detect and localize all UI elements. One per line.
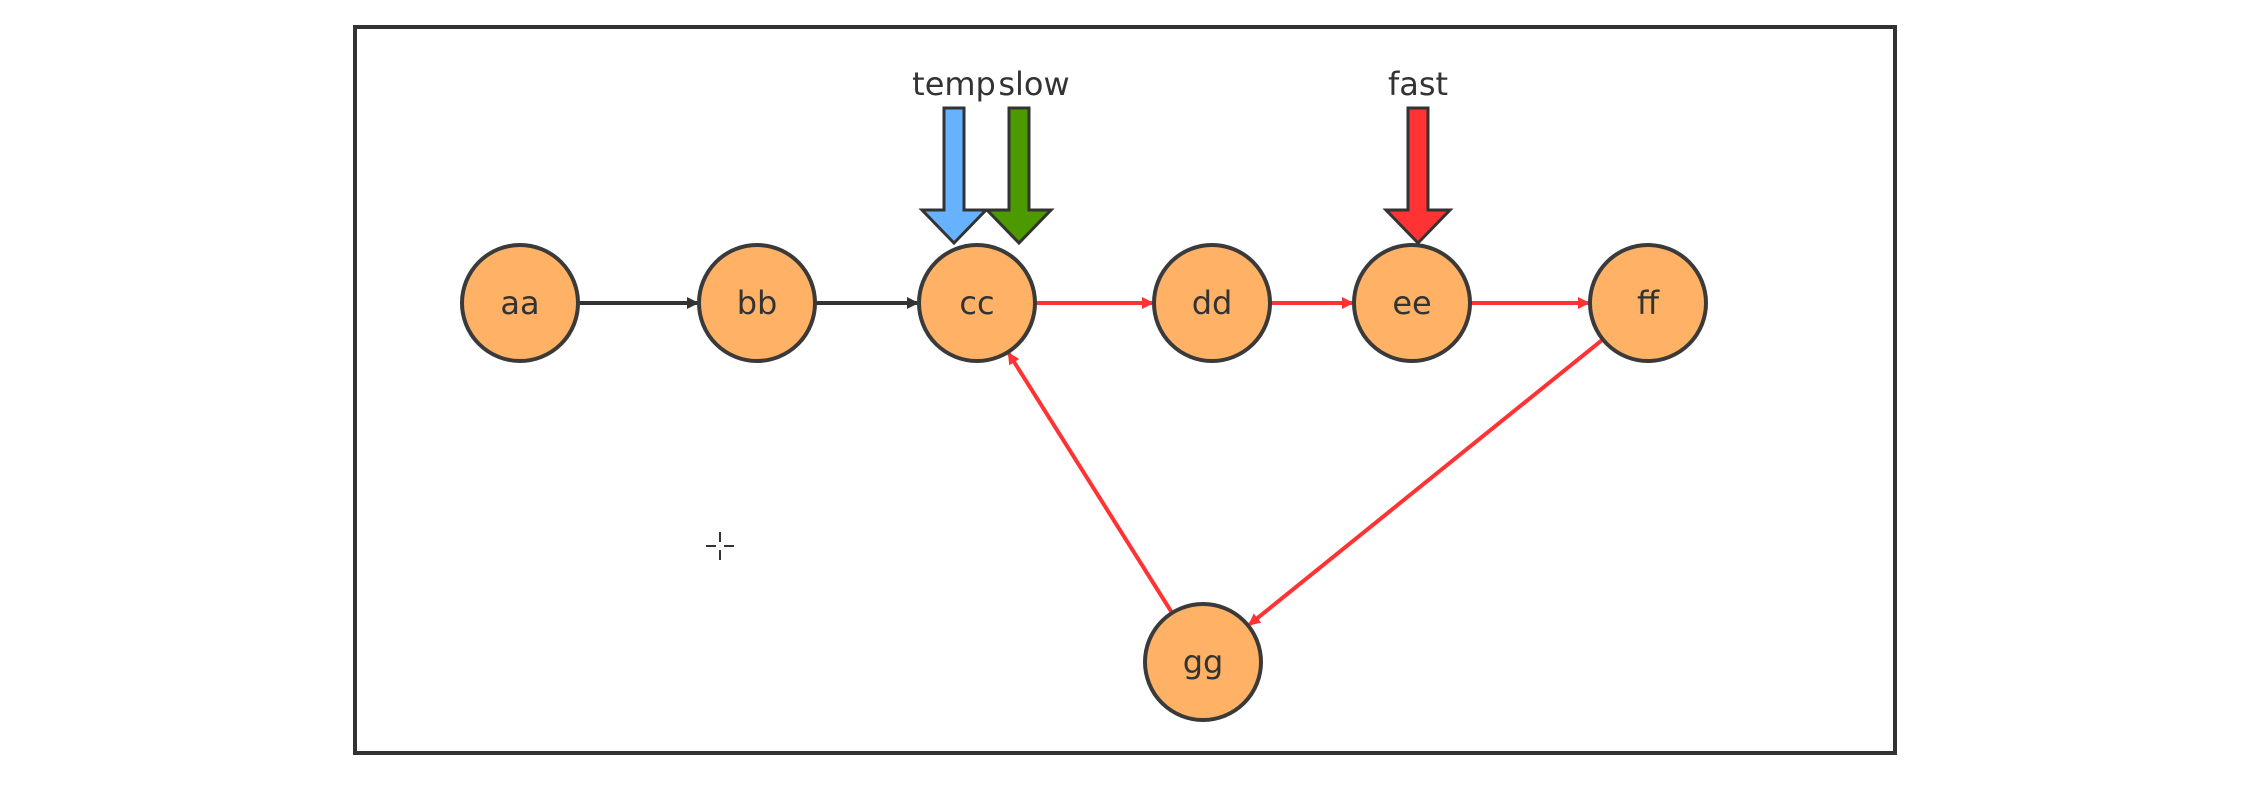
node-label-cc: cc [959, 284, 994, 322]
pointer-arrow-fast-icon [1382, 106, 1454, 246]
node-circle-ee [1352, 243, 1472, 363]
edge-ff-to-gg [1248, 337, 1605, 626]
node-dd: dd [1152, 243, 1272, 363]
node-bb: bb [697, 243, 817, 363]
node-ff: ff [1588, 243, 1708, 363]
pointer-label-slow: slow [998, 65, 1069, 103]
pointer-fast: fast [1382, 65, 1454, 246]
edges-layer [578, 297, 1605, 626]
node-label-aa: aa [500, 284, 539, 322]
node-label-dd: dd [1192, 284, 1233, 322]
node-aa: aa [460, 243, 580, 363]
node-label-bb: bb [737, 284, 778, 322]
node-label-ff: ff [1637, 284, 1660, 322]
diagram-frame [353, 25, 1897, 755]
node-circle-ff [1588, 243, 1708, 363]
node-label-ee: ee [1392, 284, 1431, 322]
node-cc: cc [917, 243, 1037, 363]
pointer-label-temp: temp [912, 65, 996, 103]
node-ee: ee [1352, 243, 1472, 363]
nodes-layer: aa bb cc dd ee ff gg [460, 243, 1708, 722]
node-gg: gg [1143, 602, 1263, 722]
pointer-arrow-slow-icon [983, 106, 1055, 246]
node-circle-bb [697, 243, 817, 363]
node-circle-aa [460, 243, 580, 363]
node-label-gg: gg [1183, 643, 1224, 681]
crosshair-cursor-icon [706, 532, 734, 560]
edge-gg-to-cc [1007, 352, 1174, 614]
pointer-temp: temp [912, 65, 996, 246]
pointer-slow: slow [983, 65, 1070, 246]
node-circle-dd [1152, 243, 1272, 363]
pointer-label-fast: fast [1388, 65, 1448, 103]
node-circle-cc [917, 243, 1037, 363]
node-circle-gg [1143, 602, 1263, 722]
pointer-arrow-temp-icon [918, 106, 990, 246]
